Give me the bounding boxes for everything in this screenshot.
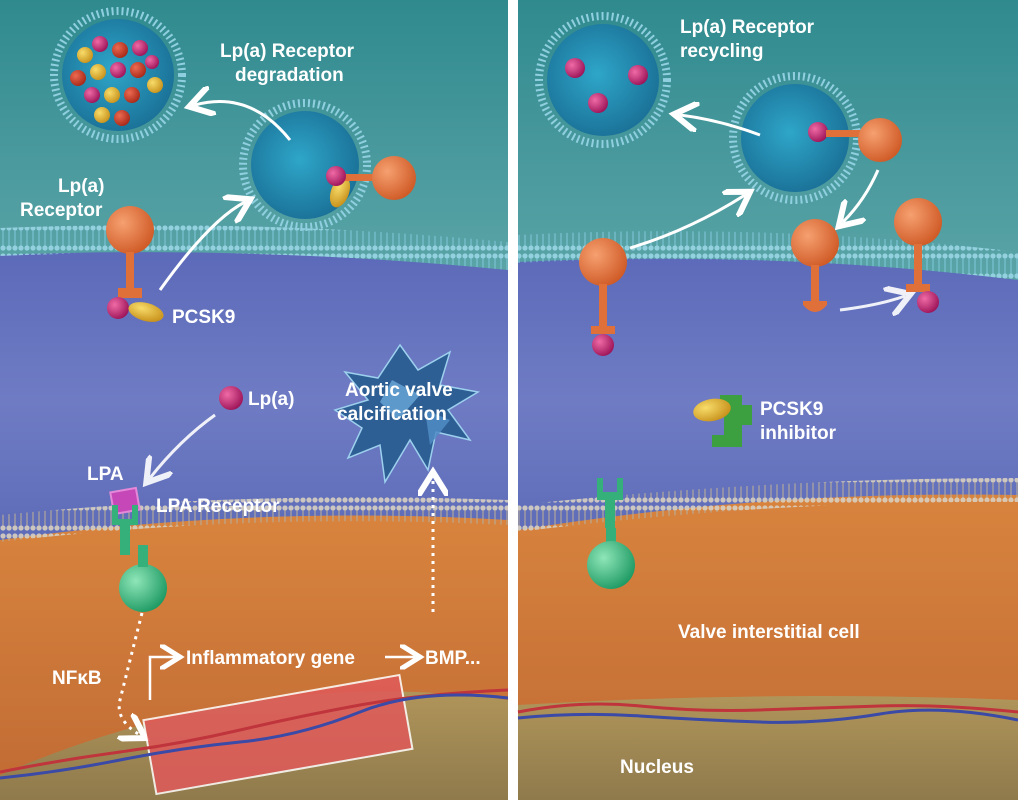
lpa-receptor-right-1 <box>579 238 627 356</box>
lpa-receptor-label: LPA Receptor <box>156 496 280 517</box>
lpa-receptor-green <box>109 486 167 612</box>
degradation-title-2: degradation <box>235 65 344 86</box>
bmp-label: BMP... <box>425 648 481 669</box>
lysosome-vesicle <box>50 7 186 143</box>
lpa-particle <box>219 386 243 410</box>
degraded-particles <box>70 36 163 126</box>
cell-label: Valve interstitial cell <box>678 622 860 643</box>
receptor-label-1: Lp(a) <box>58 176 104 197</box>
lpa-receptor-right-3 <box>894 198 942 313</box>
dna-strand-right-b <box>517 708 1018 724</box>
panel-divider <box>508 0 518 800</box>
nfkb-label: NFκB <box>52 668 102 689</box>
lpa-particle-label: Lp(a) <box>248 389 294 410</box>
lpa-receptor-right-2 <box>791 219 839 312</box>
left-panel <box>0 0 509 800</box>
left-labels: Lp(a) Receptor degradation Lp(a) Recepto… <box>20 41 481 689</box>
pcsk9-label: PCSK9 <box>172 307 235 328</box>
receptor-label-2: Receptor <box>20 200 103 221</box>
recycling-vesicle-small <box>535 12 671 148</box>
right-cell-membrane <box>518 478 1018 532</box>
recycling-return-arrow <box>843 169 880 222</box>
recycling-release-arrow <box>680 115 761 137</box>
lpa-label: LPA <box>87 464 124 485</box>
lpa-receptor-left <box>106 206 164 322</box>
recycling-uptake-arrow <box>629 195 745 250</box>
inflammatory-gene-label: Inflammatory gene <box>186 648 355 669</box>
recycling-title-1: Lp(a) Receptor <box>680 17 815 38</box>
inhibitor-label-2: inhibitor <box>760 423 837 444</box>
lpa-receptor-green-right <box>587 478 635 589</box>
calcification-label-1: Aortic valve <box>345 380 453 401</box>
lpa-to-lpa-arrow <box>150 413 216 478</box>
degradation-title-1: Lp(a) Receptor <box>220 41 355 62</box>
dna-strand-left-b <box>0 693 509 780</box>
endocytosis-arrow <box>158 202 245 291</box>
dna-strand-right-a <box>517 702 1018 714</box>
right-labels: Lp(a) Receptor recycling PCSK9 inhibitor… <box>620 17 860 778</box>
nfkb-signal-arrow <box>119 612 142 735</box>
receptor-rebind-arrow <box>839 296 905 310</box>
recycling-endosome <box>729 72 902 204</box>
nucleus-label: Nucleus <box>620 757 694 778</box>
right-nucleus <box>518 696 1018 800</box>
right-panel <box>517 0 1018 800</box>
inhibitor-label-1: PCSK9 <box>760 399 823 420</box>
calcification-label-2: calcification <box>337 404 447 425</box>
recycling-title-2: recycling <box>680 41 763 62</box>
pcsk9-inhibitor <box>693 395 752 447</box>
endosome-vesicle <box>239 99 416 231</box>
gene-box <box>142 673 414 796</box>
transcription-arrow <box>148 657 175 700</box>
calcification-cluster <box>333 343 481 485</box>
degradation-arrow <box>195 102 292 141</box>
